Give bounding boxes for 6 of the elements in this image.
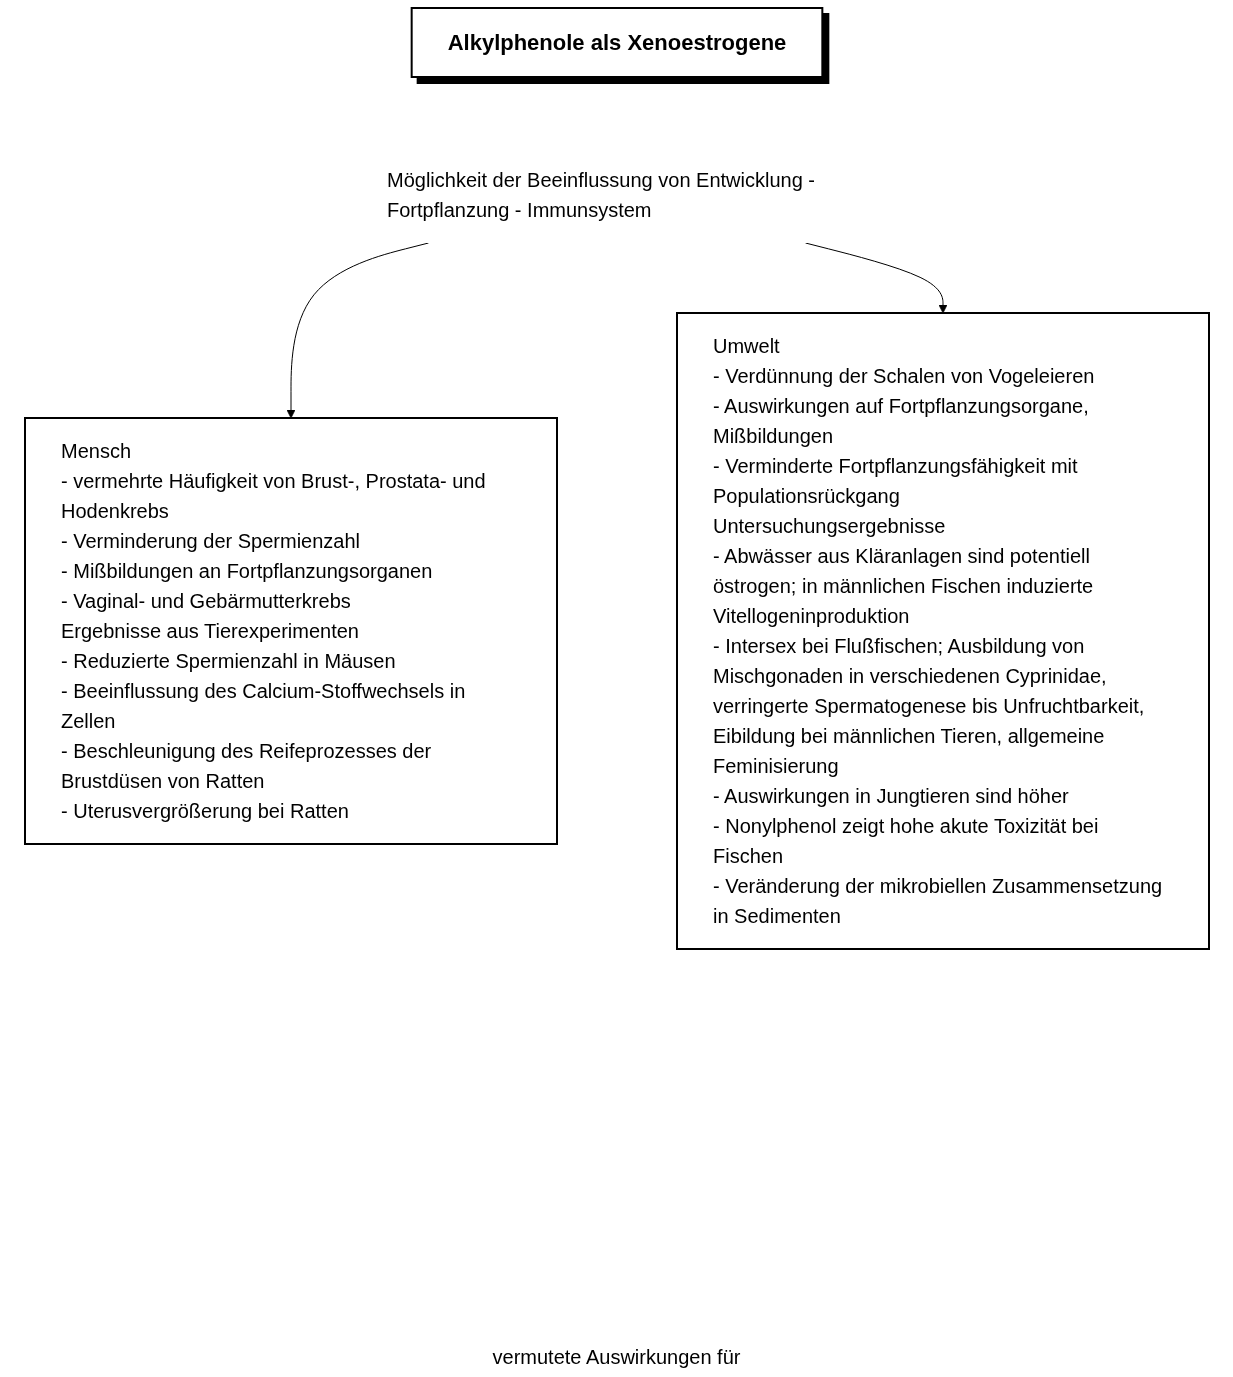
node-box: Mensch - vermehrte Häufigkeit von Brust-, Prostata- und Hodenkrebs - Verminderung der Spermienzahl - Mißbildungen an Fortpflanzungsorganen - Vaginal- und Gebärmutterkrebs Ergebnisse aus Tierexperimenten - Reduzierte Spermienzahl in Mäusen - Beeinflussung des Calcium-Stoffwechsels in Zellen - Beschleunigung des Reifeprozesses der Brustdüsen von Ratten - Uterusvergrößerung bei Ratten xyxy=(23,417,558,845)
node-box: Umwelt - Verdünnung der Schalen von Vogeleieren - Auswirkungen auf Fortpflanzungsorgane, Mißbildungen - Verminderte Fortpflanzungsfähigkeit mit Populationsrückgang Untersuchungsergebnisse - Abwässer aus Kläranlagen sind potentiell östrogen; in männlichen Fischen induzierte Vitellogeninproduktion - Intersex bei Flußfischen; Ausbildung von Mischgonaden in verschiedenen Cyprinidae, verringerte Spermatogenese bis Unfruchtbarkeit, Eibildung bei männlichen Tieren, allgemeine Feminisierung - Auswirkungen in Jungtieren sind höher - Nonylphenol zeigt hohe akute Toxizität bei Fischen - Veränderung der mikrobiellen Zusammensetzung in Sedimenten xyxy=(675,312,1210,950)
node-box: Alkylphenole als Xenoestrogene xyxy=(410,7,823,78)
arrow xyxy=(286,242,429,419)
node-text: Möglichkeit der Beeinflussung von Entwicklung - Fortpflanzung - Immunsystem xyxy=(386,169,815,221)
note-text: vermutete Auswirkungen für xyxy=(492,1346,741,1369)
